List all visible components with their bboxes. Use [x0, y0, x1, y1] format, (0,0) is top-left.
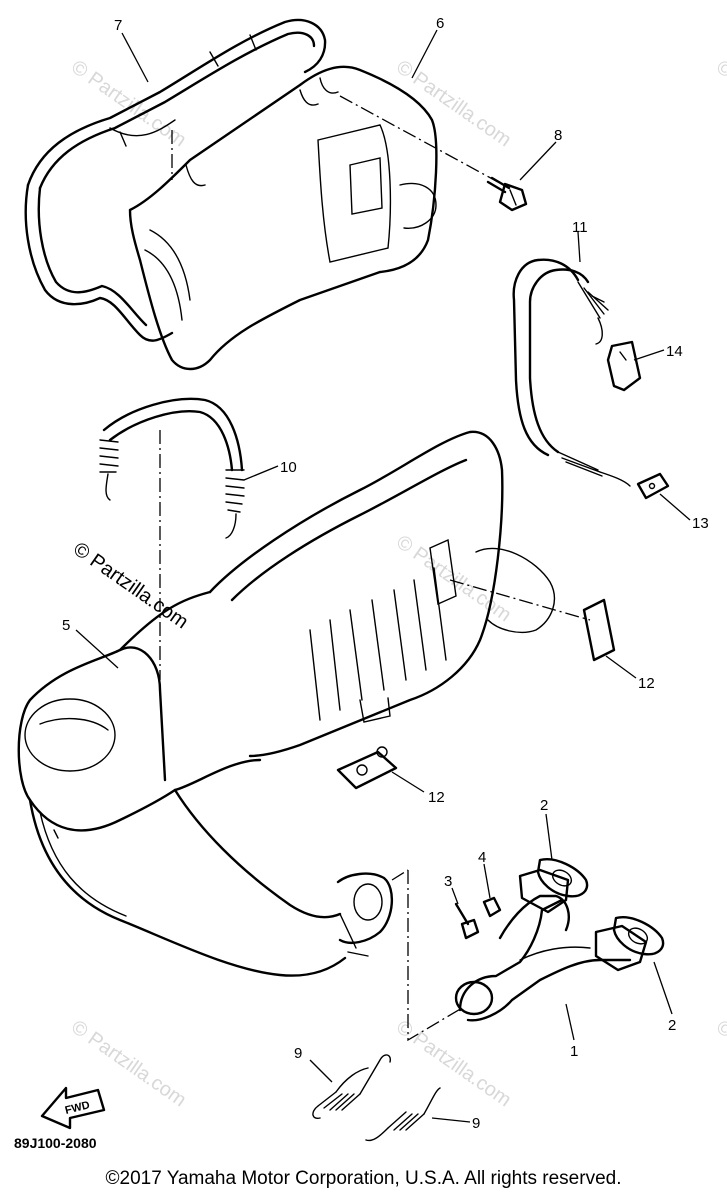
leader-line [653, 961, 673, 1015]
callout-9: 9 [472, 1115, 480, 1132]
callout-6: 6 [436, 15, 444, 32]
part-3-bolt [454, 902, 480, 940]
part-4-nut [482, 896, 502, 918]
watermark: © Partzilla.com [67, 1016, 190, 1111]
leader-line [411, 29, 438, 79]
leader-line [519, 141, 557, 181]
part-12-gasket-right [582, 598, 616, 662]
callout-12: 12 [638, 675, 655, 692]
leader-line [391, 771, 425, 793]
callout-2: 2 [540, 797, 548, 814]
part-1-exhaust-pipe [454, 868, 648, 1022]
copyright-notice: ©2017 Yamaha Motor Corporation, U.S.A. A… [105, 1168, 622, 1189]
callout-13: 13 [692, 515, 709, 532]
leader-line [309, 1059, 333, 1083]
leader-line [605, 655, 637, 679]
callout-8: 8 [554, 127, 562, 144]
callout-5: 5 [62, 617, 70, 634]
leader-line [659, 493, 691, 521]
fwd-arrow-icon: FWD [40, 1086, 106, 1130]
leader-line [577, 231, 581, 263]
part-9-spring-right [365, 1087, 441, 1142]
fwd-label: FWD [64, 1099, 91, 1117]
leader-line [75, 629, 119, 669]
callout-7: 7 [114, 17, 122, 34]
watermark: © Partzilla.com [712, 56, 727, 151]
alignment-line [391, 869, 409, 881]
callout-9: 9 [294, 1045, 302, 1062]
leader-line [451, 887, 459, 905]
diagram-code: 89J100-2080 [14, 1135, 97, 1151]
callout-2: 2 [668, 1017, 676, 1034]
part-11-hanger-rod [512, 258, 631, 487]
callout-3: 3 [444, 873, 452, 890]
leader-line [243, 465, 279, 481]
leader-line [431, 1117, 471, 1123]
leader-line [483, 863, 491, 899]
callout-4: 4 [478, 849, 486, 866]
alignment-line [339, 95, 499, 183]
part-9-spring-left [312, 1054, 392, 1120]
part-7-cover-gasket [24, 18, 327, 342]
part-14-bracket [606, 340, 642, 392]
part-13-plate [636, 472, 670, 500]
part-2-gasket-upper [536, 858, 589, 898]
watermark: © Partzilla.com [712, 1016, 727, 1111]
watermark: © Partzilla.com [69, 538, 192, 633]
callout-11: 11 [572, 219, 588, 236]
part-8-bolt [486, 176, 528, 212]
callout-10: 10 [280, 459, 297, 476]
watermark: © Partzilla.com [392, 56, 515, 151]
callout-1: 1 [570, 1043, 578, 1060]
leader-line [121, 32, 149, 83]
leader-line [633, 349, 665, 361]
part-2-gasket-lower [612, 916, 665, 956]
callout-12: 12 [428, 789, 445, 806]
leader-line [565, 1003, 575, 1041]
part-5-muffler [17, 430, 555, 977]
part-10-spring [99, 397, 245, 539]
part-12-plate-lower [336, 746, 398, 790]
leader-line [545, 813, 553, 861]
alignment-line [449, 579, 591, 621]
watermark: © Partzilla.com [392, 1016, 515, 1111]
part-6-heat-shield [128, 65, 438, 371]
alignment-line [407, 870, 463, 1042]
callout-14: 14 [666, 343, 683, 360]
